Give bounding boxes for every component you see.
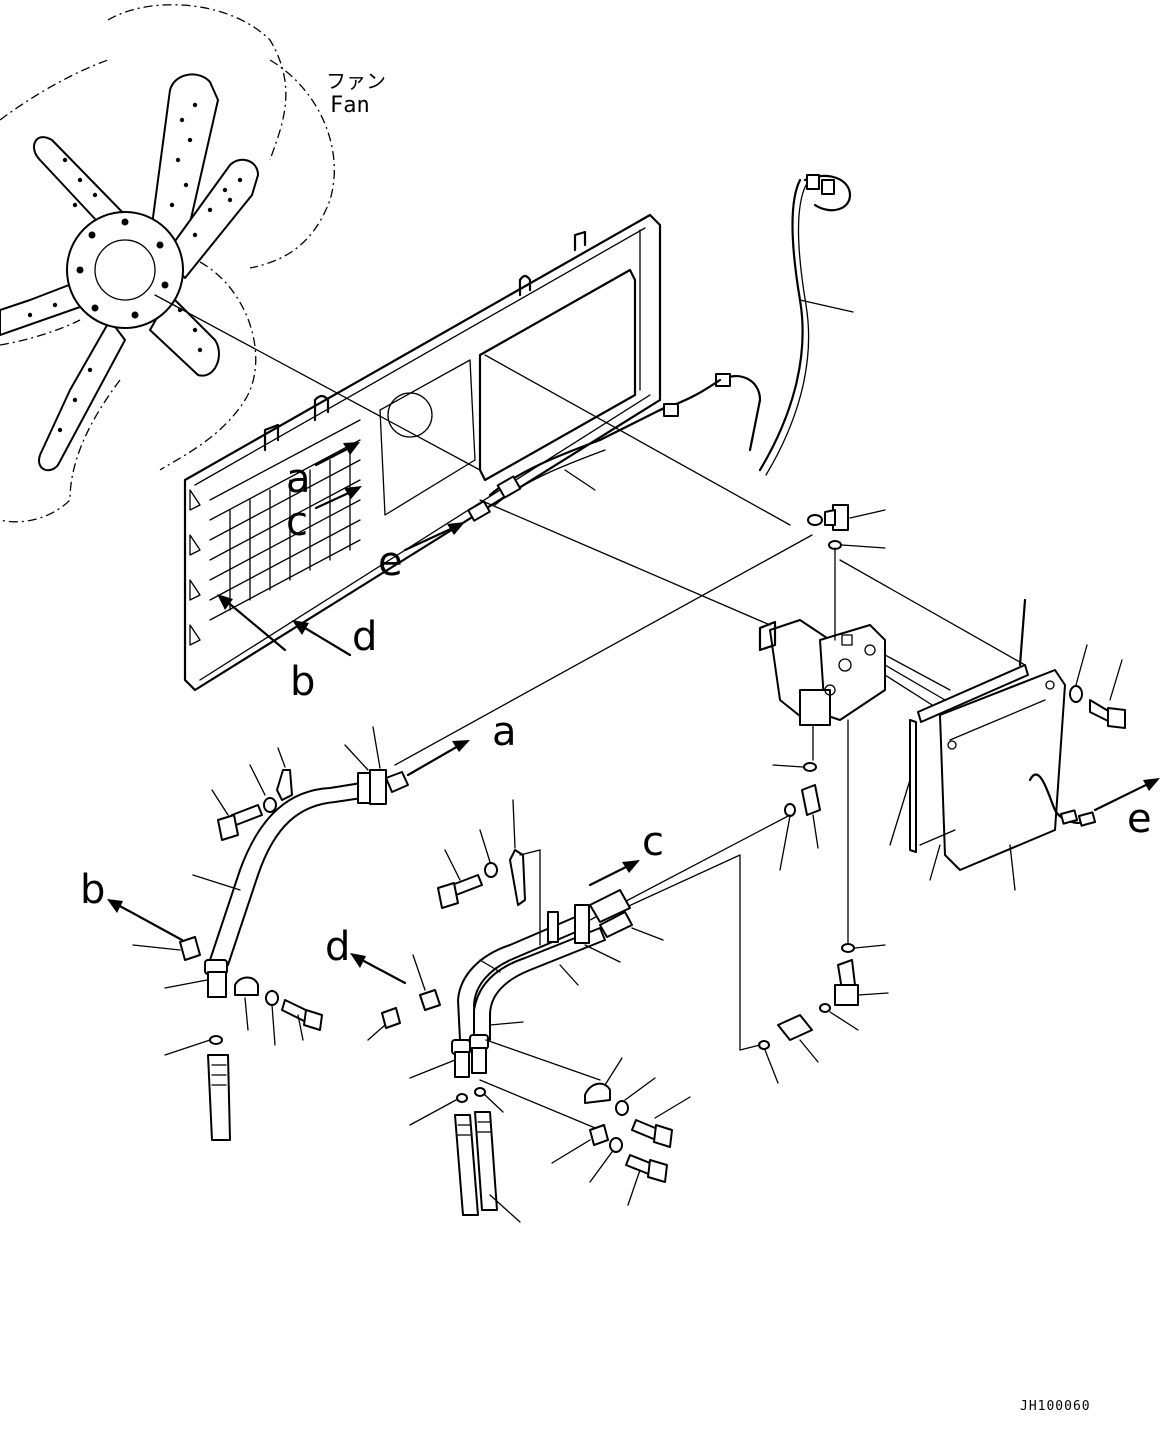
bolt bbox=[631, 1119, 673, 1148]
hydraulic-pipe-ab bbox=[204, 769, 409, 998]
hydraulic-pipe-cd bbox=[451, 889, 633, 1078]
hose-c-d bbox=[454, 1111, 498, 1216]
pipe-label-b: b bbox=[80, 867, 105, 913]
clamp bbox=[584, 1082, 611, 1104]
o-ring bbox=[209, 1035, 223, 1045]
clip bbox=[589, 1124, 609, 1146]
fan-blade bbox=[33, 136, 131, 236]
pipe-label-a: a bbox=[492, 709, 517, 755]
radiator-frame bbox=[183, 213, 672, 692]
connector-harness bbox=[1028, 773, 1097, 827]
fan-leader-line bbox=[154, 294, 481, 471]
bolt bbox=[625, 1154, 668, 1183]
hydraulic-motor bbox=[758, 619, 951, 726]
elbow-fitting-top bbox=[807, 504, 849, 641]
frame-hose-leader bbox=[564, 469, 596, 491]
fan-assembly bbox=[0, 4, 335, 523]
harness-leader bbox=[799, 299, 854, 313]
washer bbox=[609, 1137, 623, 1153]
washer bbox=[1069, 685, 1083, 703]
cover-plate-assembly bbox=[909, 598, 1066, 871]
panel-label-a: a bbox=[286, 456, 311, 502]
drawing-code: JH100060 bbox=[1020, 1399, 1091, 1414]
o-ring bbox=[803, 762, 817, 772]
panel-label-b: b bbox=[290, 659, 315, 705]
bolt bbox=[281, 999, 323, 1031]
panel-arrow-d bbox=[298, 623, 352, 657]
fan-blade bbox=[38, 319, 126, 472]
panel-label-c: c bbox=[286, 499, 308, 545]
pipe-label-c: c bbox=[642, 819, 664, 865]
washer bbox=[615, 1100, 629, 1116]
pipe-arrow-a bbox=[406, 743, 462, 777]
fan-hub bbox=[66, 211, 184, 329]
adapter-fitting bbox=[801, 784, 821, 816]
o-ring bbox=[474, 1087, 486, 1097]
pipe-arrow-d bbox=[360, 958, 407, 985]
hose-b bbox=[207, 1054, 231, 1141]
clip bbox=[381, 1007, 401, 1029]
fan-blade bbox=[149, 73, 219, 246]
fan-blade bbox=[164, 158, 259, 279]
fan-label-jp: ファン bbox=[326, 69, 386, 93]
washer bbox=[484, 862, 498, 878]
bolt bbox=[1089, 699, 1126, 729]
o-ring bbox=[784, 803, 796, 817]
clamp bbox=[234, 976, 259, 996]
o-ring bbox=[819, 1003, 831, 1013]
harness-arrow-e bbox=[1093, 781, 1152, 812]
pipe-bracket bbox=[276, 769, 293, 801]
wire-harness bbox=[658, 174, 852, 476]
elbow-fitting-bottom bbox=[834, 959, 859, 1006]
clip bbox=[179, 936, 201, 961]
o-ring bbox=[841, 943, 855, 953]
o-ring bbox=[456, 1093, 468, 1103]
fan-blade bbox=[149, 294, 220, 377]
panel-arrow-b bbox=[223, 598, 287, 652]
washer bbox=[263, 797, 277, 813]
panel-label-d: d bbox=[352, 614, 377, 660]
fan-label-en: Fan bbox=[330, 93, 370, 118]
pipe-bracket bbox=[509, 849, 526, 906]
panel-arrow-e bbox=[403, 525, 457, 552]
pipe-label-d: d bbox=[325, 924, 350, 970]
washer bbox=[265, 990, 279, 1006]
bolt bbox=[437, 874, 483, 909]
pipe-arrow-b bbox=[116, 903, 184, 942]
pipe-arrow-c bbox=[588, 863, 632, 887]
straight-adapter bbox=[777, 1014, 813, 1041]
clip bbox=[419, 989, 441, 1011]
harness-label-e: e bbox=[1127, 796, 1152, 842]
panel-label-e: e bbox=[378, 539, 403, 585]
bolt bbox=[217, 804, 263, 841]
